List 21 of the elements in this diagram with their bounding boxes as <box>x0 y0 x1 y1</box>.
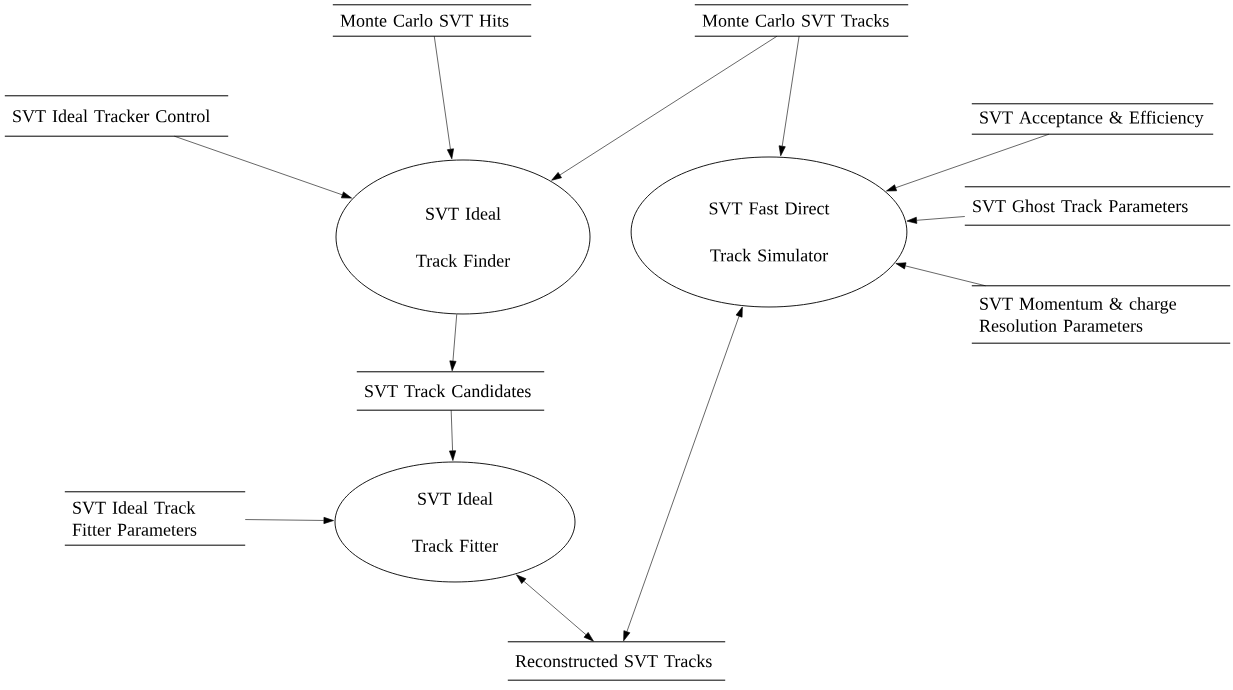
arrow <box>886 133 1050 192</box>
arrow <box>778 35 800 157</box>
arrow <box>623 306 743 642</box>
data-store: Reconstructed SVT Tracks <box>507 641 726 681</box>
arrow <box>516 574 594 642</box>
data-store: SVT Momentum & charge Resolution Parameters <box>971 285 1231 344</box>
arrow <box>906 216 966 224</box>
data-store: SVT Track Candidates <box>356 371 545 411</box>
arrow <box>551 35 778 181</box>
arrow <box>433 35 454 160</box>
arrow <box>244 517 334 524</box>
arrow <box>449 409 457 461</box>
arrow <box>449 314 458 372</box>
data-store: Monte Carlo SVT Tracks <box>694 4 909 37</box>
data-store: SVT Ideal Track Fitter Parameters <box>64 491 246 546</box>
data-store: SVT Acceptance & Efficiency <box>971 103 1214 135</box>
data-store: Monte Carlo SVT Hits <box>332 4 532 37</box>
data-store: SVT Ghost Track Parameters <box>964 186 1231 226</box>
arrow <box>895 262 986 287</box>
data-store: SVT Ideal Tracker Control <box>4 95 229 137</box>
arrow <box>174 135 352 199</box>
